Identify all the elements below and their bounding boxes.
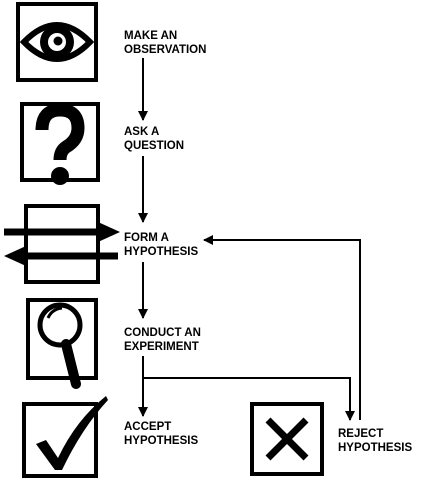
- magnifying-glass-icon: [26, 298, 98, 389]
- flow-arrows: [138, 58, 361, 421]
- step-observe-label: MAKE AN OBSERVATION: [124, 30, 206, 56]
- eye-icon: [16, 2, 98, 82]
- question-mark-icon: [20, 102, 100, 185]
- step-hypothesis-label: FORM A HYPOTHESIS: [124, 232, 198, 258]
- arrow-experiment-to-reject: [143, 377, 355, 421]
- step-question-label: ASK A QUESTION: [124, 126, 184, 152]
- step-accept-label: ACCEPT HYPOTHESIS: [124, 421, 198, 447]
- crossing-arrows-icon: [4, 204, 120, 284]
- step-reject-label: REJECT HYPOTHESIS: [338, 428, 412, 454]
- arrow-reject-to-hypothesis: [203, 235, 361, 420]
- step-experiment-label: CONDUCT AN EXPERIMENT: [124, 327, 204, 353]
- checkmark-icon: [22, 396, 108, 478]
- x-mark-icon: [250, 402, 324, 476]
